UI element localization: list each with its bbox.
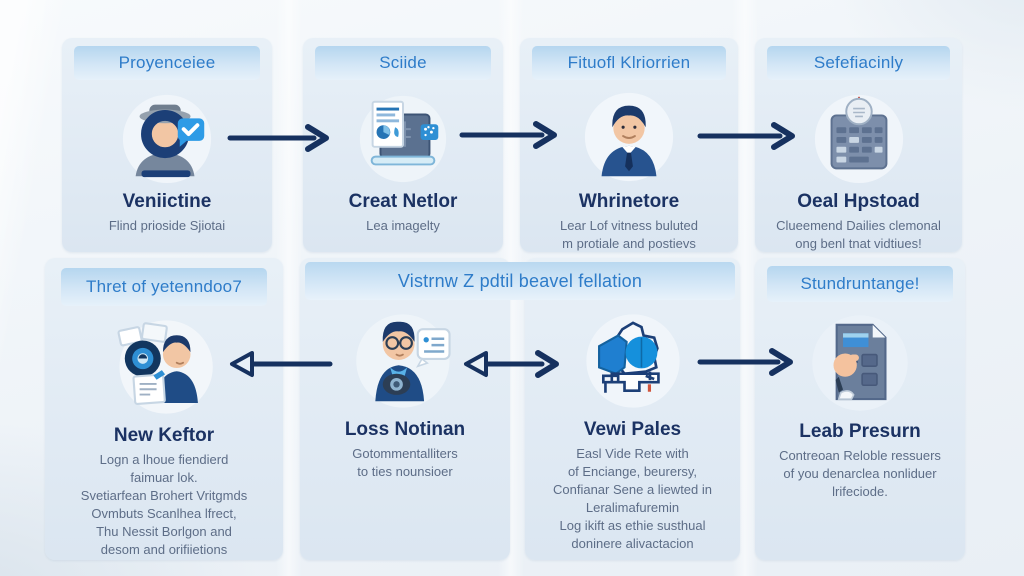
panel-title: Vewi Pales	[583, 419, 682, 440]
panel-top-4: Sefefiacinly O	[755, 38, 962, 252]
panel-description: Gotommentalliters to ties nounsioer	[352, 446, 458, 479]
panel-title: Oeal Hpstoad	[797, 191, 920, 212]
reporter-camera-icon	[356, 314, 451, 408]
panel-title: Creat Netlor	[348, 191, 458, 212]
panel-header: Proyenceiee	[74, 46, 260, 80]
panel-top-3: Fituofl Klriorrien Whrinetore Lear Lof v…	[520, 38, 738, 252]
document-hand-icon	[812, 315, 908, 411]
laptop-report-icon	[359, 95, 447, 183]
inspection-machine-icon	[585, 314, 680, 408]
panel-top-1: Proyenceiee Veniictine Flind prioside Sj…	[62, 38, 272, 252]
businessman-avatar-icon	[584, 92, 674, 182]
panel-title: Loss Notinan	[344, 419, 466, 440]
panel-description: Clueemend Dailies clemonal ong benl tnat…	[776, 218, 941, 251]
bottom-span-header: Vistrnw Z pdtil beavel fellation	[305, 262, 735, 300]
panel-description: Lea imagelty	[366, 218, 440, 233]
panel-description: Contreoan Reloble ressuers of you denarc…	[779, 448, 941, 499]
panel-top-2: Sciide Creat Netlor Lea imagelty	[303, 38, 503, 252]
panel-title: Whrinetore	[578, 191, 680, 212]
panel-description: Lear Lof vitness buluted m protiale and …	[559, 218, 699, 251]
schedule-board-icon	[814, 94, 903, 184]
panel-header: Fituofl Klriorrien	[532, 46, 726, 80]
panel-bottom-3: Vewi Pales Easl Vide Rete with of Encian…	[525, 258, 740, 560]
verified-detective-icon	[122, 94, 212, 184]
panel-header: Sciide	[315, 46, 491, 80]
panel-description: Flind prioside Sjiotai	[108, 218, 226, 233]
panel-bottom-2: Loss Notinan Gotommentalliters to ties n…	[300, 258, 510, 560]
panel-bottom-4: Stundruntange! Leab Presurn Contreoan Re…	[755, 258, 965, 560]
camera-target-icon	[117, 320, 213, 414]
panel-title: Leab Presurn	[799, 421, 921, 442]
panel-title: Veniictine	[122, 191, 212, 212]
panel-header: Thret of yetenndoo7	[61, 268, 267, 306]
panel-description: Logn a lhoue fiendierd faimuar lok. Svet…	[80, 452, 248, 557]
panel-header: Stundruntange!	[767, 266, 953, 302]
panel-header: Sefefiacinly	[767, 46, 950, 80]
panel-title: New Keftor	[113, 425, 215, 446]
panel-description: Easl Vide Rete with of Enciange, beurers…	[553, 446, 712, 551]
panel-bottom-1: Thret of yetenndoo7 New Keftor Logn a lh…	[45, 258, 283, 560]
